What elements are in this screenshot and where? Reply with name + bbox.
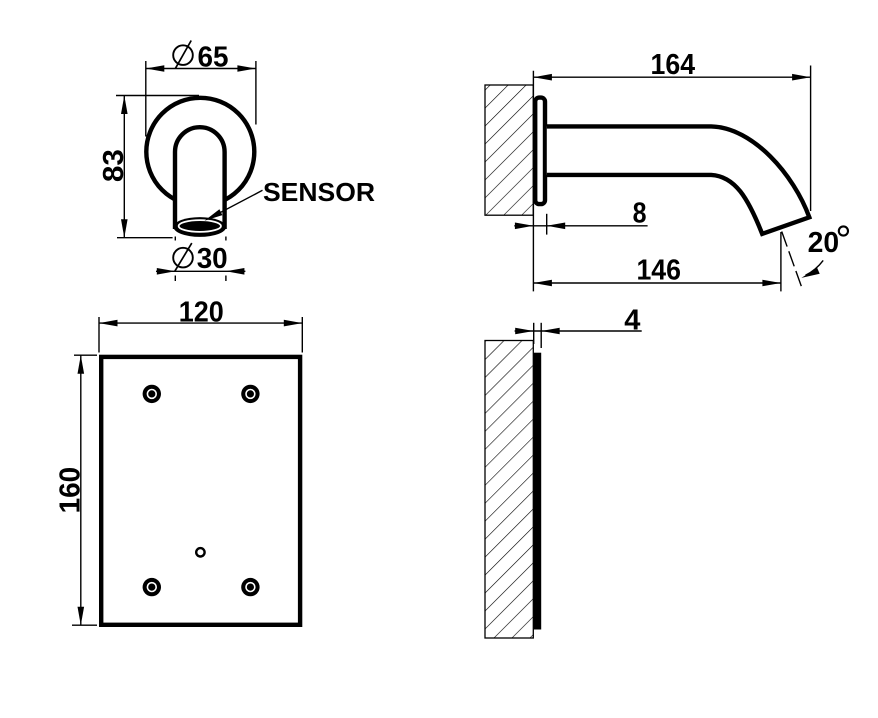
screw-hole-body bbox=[142, 577, 161, 597]
sensor-label: SENSOR bbox=[263, 177, 375, 207]
dim-spout-height: 83 bbox=[98, 94, 199, 239]
plate-profile bbox=[533, 352, 542, 630]
arrowhead-bottom bbox=[121, 219, 128, 238]
arrowhead-right bbox=[541, 327, 560, 335]
dim-flange-thickness: 8 bbox=[514, 198, 648, 235]
plate-side-view: 4 bbox=[484, 304, 642, 639]
dim-value-plate-thickness: 4 bbox=[624, 304, 640, 336]
dim-value-tip-angle: 20 bbox=[808, 227, 840, 259]
screw-hole-bottom-left bbox=[142, 577, 161, 597]
arrowhead-left bbox=[533, 279, 552, 287]
arrowhead-right bbox=[792, 73, 811, 81]
dim-value-plate-height: 160 bbox=[54, 467, 86, 513]
dim-value-flange-diameter: 65 bbox=[198, 41, 229, 73]
dim-tip-angle: 20 bbox=[781, 225, 850, 288]
arrowhead-left bbox=[99, 319, 118, 327]
angle-reference-line bbox=[781, 231, 803, 288]
diameter-symbol-slash bbox=[174, 40, 192, 69]
center-hole bbox=[194, 546, 206, 558]
screw-hole-bottom-right bbox=[241, 577, 260, 597]
dim-value-spout-diameter: 30 bbox=[197, 243, 228, 275]
spout-profile bbox=[546, 124, 813, 237]
arrowhead-top bbox=[77, 355, 85, 374]
dim-plate-height: 160 bbox=[54, 354, 97, 626]
arrowhead-bottom bbox=[77, 606, 85, 626]
arrowhead-left bbox=[514, 222, 534, 230]
diameter-symbol-slash bbox=[174, 242, 193, 272]
dim-spout-diameter: 30 bbox=[156, 236, 246, 281]
dim-flange-diameter: 65 bbox=[145, 40, 257, 137]
mounting-plate bbox=[98, 354, 303, 627]
arrowhead-top bbox=[121, 95, 128, 114]
degree-symbol bbox=[837, 225, 850, 237]
arrowhead-right bbox=[225, 268, 245, 275]
diameter-symbol bbox=[172, 44, 194, 66]
dim-value-flange-thickness: 8 bbox=[633, 198, 647, 230]
diameter-symbol bbox=[172, 246, 194, 269]
screw-hole-ring bbox=[146, 581, 158, 593]
screw-hole-ring bbox=[146, 388, 158, 400]
arrowhead-left bbox=[533, 73, 552, 81]
arrowhead-right bbox=[546, 222, 566, 230]
screw-hole-ring bbox=[245, 581, 256, 593]
arrowhead-left bbox=[145, 65, 165, 72]
arrowhead-left bbox=[156, 268, 176, 275]
sensor-callout: SENSOR bbox=[204, 177, 375, 221]
dim-plate-width: 120 bbox=[98, 296, 303, 353]
screw-hole-body bbox=[241, 577, 260, 597]
dim-value-spout-height: 83 bbox=[98, 149, 130, 182]
dim-spout-reach: 146 bbox=[533, 232, 782, 292]
dim-value-total-length: 164 bbox=[651, 49, 696, 81]
spout-opening-rim bbox=[177, 219, 222, 233]
dim-total-length: 164 bbox=[533, 49, 812, 211]
wall-section bbox=[484, 84, 534, 216]
screw-hole-top-right bbox=[241, 384, 260, 404]
arrowhead-right bbox=[283, 319, 303, 327]
screw-hole-body bbox=[241, 384, 260, 404]
spout-side-view: 164 8 146 20 bbox=[484, 49, 850, 292]
screw-hole-ring bbox=[245, 388, 256, 400]
dim-value-plate-width: 120 bbox=[179, 296, 224, 328]
flange-profile bbox=[533, 95, 548, 207]
wall-section bbox=[484, 339, 534, 639]
screw-hole-top-left bbox=[142, 384, 161, 404]
screw-hole-body bbox=[142, 384, 161, 404]
arc-arrowhead bbox=[801, 267, 820, 278]
dim-plate-thickness: 4 bbox=[514, 304, 642, 348]
dim-value-spout-reach: 146 bbox=[636, 254, 681, 286]
arrowhead-right bbox=[762, 279, 781, 287]
leader-arrowhead bbox=[204, 209, 223, 221]
arrowhead-right bbox=[237, 65, 256, 72]
spout-tube-front bbox=[172, 125, 227, 229]
spout-front-view: 65 83 30 SENSOR bbox=[98, 40, 375, 281]
plate-front-view: 120 160 bbox=[54, 296, 303, 627]
arrowhead-left bbox=[515, 327, 534, 335]
